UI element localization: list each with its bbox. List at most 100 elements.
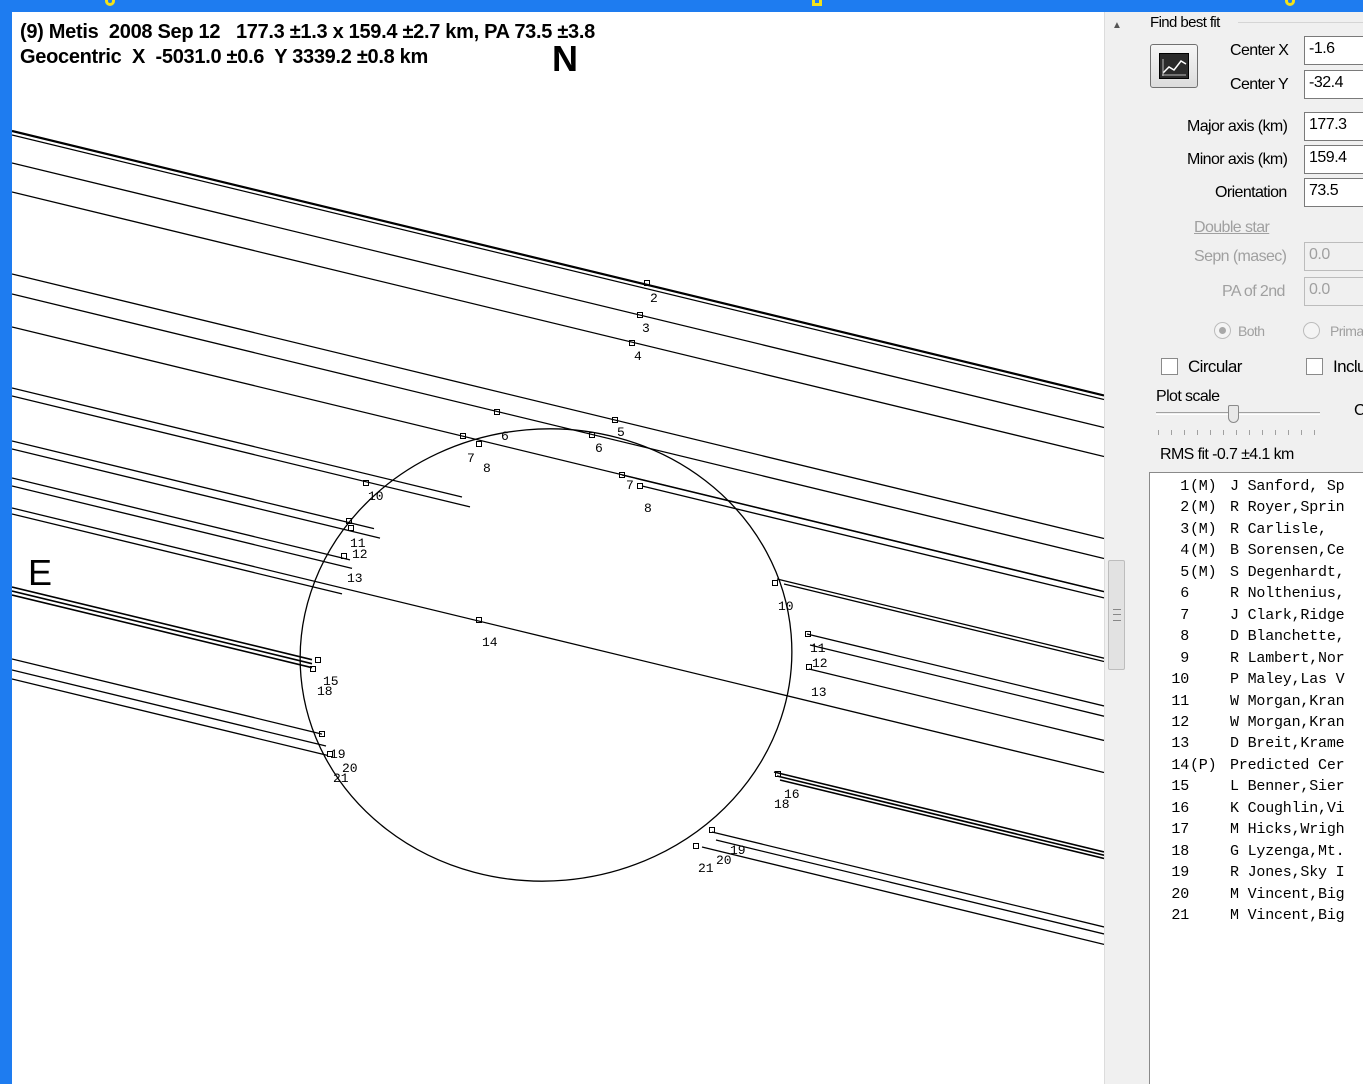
minor-axis-field[interactable]: 159.4 (1304, 145, 1363, 174)
rms-fit-text: RMS fit -0.7 ±4.1 km (1160, 446, 1294, 463)
chord-line (12, 273, 1104, 540)
event-summary: (9) Metis 2008 Sep 12 177.3 ±1.3 x 159.4… (20, 20, 595, 70)
observer-name: Predicted Cer (1230, 756, 1345, 774)
chord-line (776, 578, 1104, 659)
major-axis-field[interactable]: 177.3 (1304, 112, 1363, 141)
list-item[interactable]: 1(M)J Sanford, Sp (1150, 476, 1363, 497)
observer-number: 11 (1171, 692, 1189, 710)
chord-line (12, 594, 313, 669)
observer-flag: (M) (1190, 499, 1217, 517)
circular-checkbox[interactable] (1161, 358, 1178, 375)
observer-name: R Lambert,Nor (1230, 649, 1345, 667)
chord-line (12, 485, 353, 569)
chord-label: 13 (347, 571, 363, 586)
observer-flag: (M) (1190, 478, 1217, 495)
primary-radio[interactable] (1303, 322, 1320, 339)
find-best-fit-button[interactable] (1150, 44, 1198, 88)
chord-label: 8 (483, 461, 491, 476)
list-item[interactable]: 11 W Morgan,Kran (1150, 691, 1363, 712)
plot-scale-label: Plot scale (1156, 388, 1220, 405)
chord-label: 7 (626, 478, 634, 493)
chord-marker (693, 843, 699, 849)
observer-number: 3 (1180, 520, 1189, 538)
double-star-label: Double star (1194, 219, 1270, 236)
chord-marker (589, 432, 595, 438)
observer-name: R Carlisle, (1230, 520, 1327, 538)
center-y-field[interactable]: -32.4 (1304, 70, 1363, 99)
observer-flag: (P) (1190, 756, 1217, 774)
chord-label: 12 (812, 656, 828, 671)
observer-number: 13 (1171, 735, 1189, 753)
minor-axis-label: Minor axis (km) (1187, 151, 1288, 168)
chord-marker (460, 433, 466, 439)
observer-number: 10 (1171, 671, 1189, 689)
primary-radio-label: Prima (1330, 323, 1363, 339)
scrollbar-thumb[interactable] (1108, 560, 1125, 670)
observer-name: W Morgan,Kran (1230, 713, 1345, 731)
separation-field[interactable]: 0.0 (1304, 242, 1363, 271)
scroll-up-arrow-icon[interactable]: ▲ (1112, 20, 1122, 31)
pa-second-field[interactable]: 0.0 (1304, 277, 1363, 306)
include-checkbox[interactable] (1306, 358, 1323, 375)
chord-line (12, 191, 1104, 458)
chord-line (12, 395, 471, 508)
title-glyph-fragment (105, 0, 115, 6)
east-indicator: E (28, 552, 53, 593)
fit-panel: Find best fit Center X -1.6 Center Y -32… (1128, 12, 1363, 1084)
chord-line (12, 134, 1104, 401)
chord-line (12, 129, 1104, 397)
center-x-field[interactable]: -1.6 (1304, 36, 1363, 65)
list-item[interactable]: 3(M)R Carlisle, (1150, 519, 1363, 540)
chord-diagram: 2345667878101112131415181920211011121316… (12, 129, 1104, 945)
chord-line (776, 775, 1104, 856)
chord-label: 11 (810, 641, 826, 656)
chord-line (12, 678, 329, 757)
chord-line (12, 513, 343, 595)
chord-marker (806, 664, 812, 670)
observer-number: 19 (1171, 864, 1189, 882)
chord-marker (319, 731, 325, 737)
observer-name: G Lyzenga,Mt. (1230, 842, 1345, 860)
chord-line (12, 669, 327, 747)
chord-marker (775, 771, 781, 777)
observer-name: W Morgan,Kran (1230, 692, 1345, 710)
observer-number: 15 (1171, 778, 1189, 796)
orientation-field[interactable]: 73.5 (1304, 178, 1363, 207)
list-item[interactable]: 4(M)B Sorensen,Ce (1150, 540, 1363, 561)
chord-line (783, 583, 1104, 663)
plot-scrollbar[interactable]: ▲ (1104, 12, 1128, 1084)
observer-name: J Clark,Ridge (1230, 606, 1345, 624)
list-item[interactable]: 5(M)S Degenhardt, (1150, 562, 1363, 583)
chord-label: 3 (642, 321, 650, 336)
plot-scale-slider-thumb[interactable] (1228, 405, 1239, 423)
chord-label: 11 (350, 536, 366, 551)
chord-marker (629, 340, 635, 346)
chord-label: 15 (323, 674, 339, 689)
observer-name: R Royer,Sprin (1230, 499, 1345, 517)
chord-label: 5 (617, 425, 625, 440)
observer-number: 20 (1171, 885, 1189, 903)
chord-line (12, 590, 313, 665)
event-summary-line1: (9) Metis 2008 Sep 12 177.3 ±1.3 x 159.4… (20, 21, 595, 43)
chord-line (12, 162, 1104, 429)
grip-icon (1113, 609, 1121, 621)
both-radio[interactable] (1214, 322, 1231, 339)
list-item[interactable]: 14(P)Predicted Cer (1150, 755, 1363, 776)
list-item[interactable]: 2(M)R Royer,Sprin (1150, 497, 1363, 518)
